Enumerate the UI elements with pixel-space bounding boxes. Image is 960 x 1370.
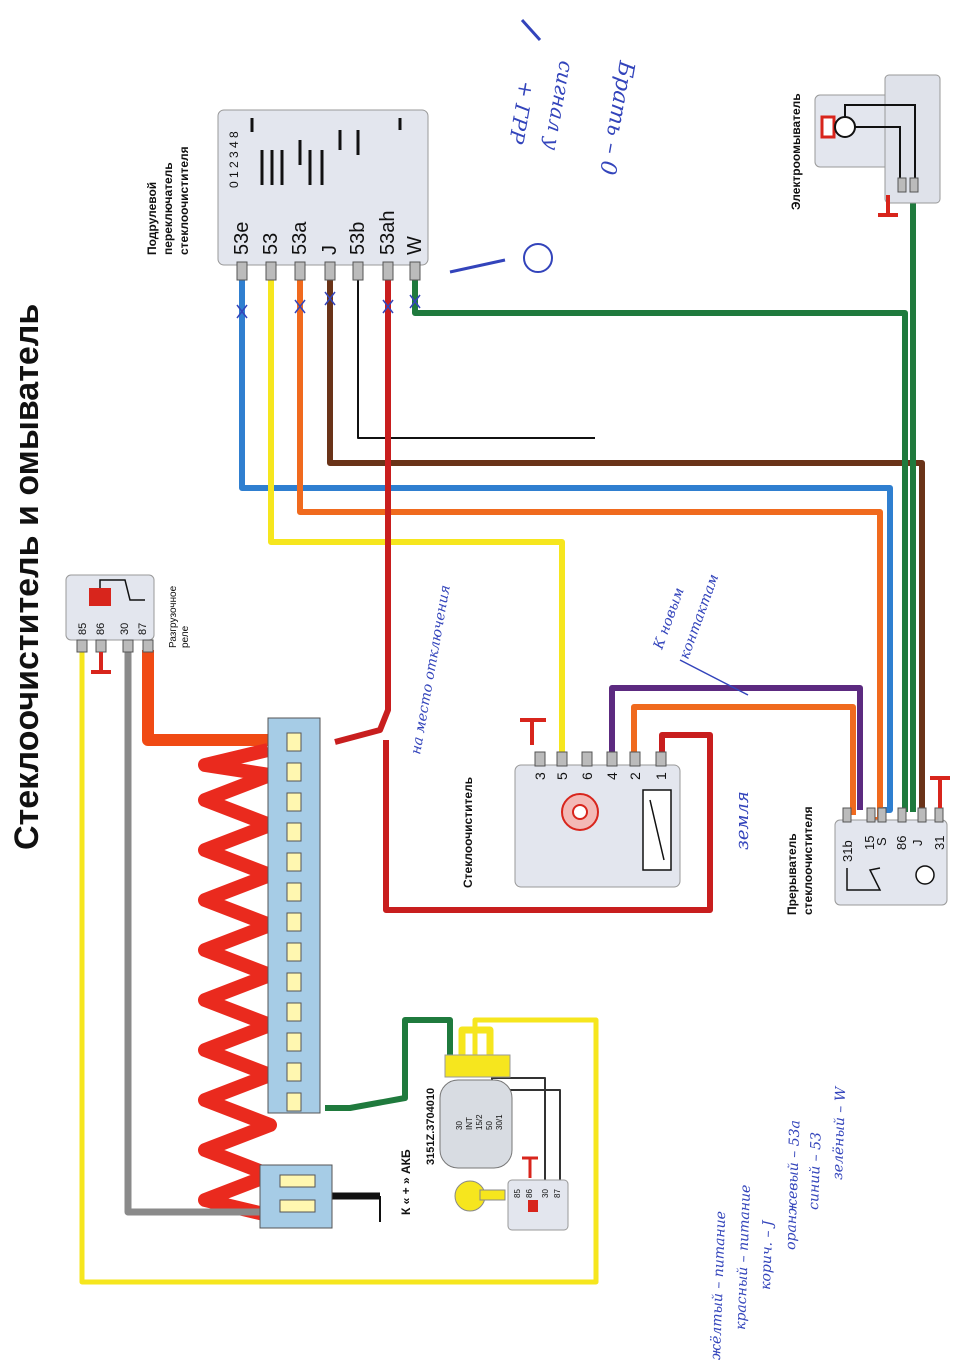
wiper-interrupter: 31b 15 S 86 J 31 Прерыватель стеклоочист… (785, 776, 950, 915)
note-10: корич. – J (758, 1219, 776, 1290)
fuse-box (267, 717, 321, 1114)
wire-yellow-53 (268, 280, 565, 760)
note-12: синий – 53 (806, 1132, 825, 1210)
svg-text:2: 2 (627, 772, 643, 780)
svg-text:1: 1 (653, 772, 669, 780)
motor-pin-labels: 3 5 6 4 2 1 (532, 772, 669, 780)
svg-text:30: 30 (541, 1189, 550, 1198)
svg-text:J: J (910, 840, 925, 847)
switch-position-lines (250, 118, 402, 185)
column-switch-label: Подрулевой переключатель стеклоочистител… (145, 146, 191, 255)
switch-connector-pins (236, 261, 421, 281)
relay-label-1: Разгрузочное (168, 585, 179, 648)
small-relay: 85 86 30 87 (507, 1156, 569, 1231)
wire-black-53b (357, 280, 595, 439)
interrupter-pin-labels: 31b 15 S 86 J 31 (840, 836, 947, 862)
wire-relay-orange (142, 650, 268, 746)
svg-text:85: 85 (513, 1189, 522, 1198)
wire-orange-motor (631, 704, 856, 815)
svg-text:31: 31 (932, 836, 947, 850)
wire-green-ign (325, 1017, 453, 1111)
note-2: сигнал у (539, 59, 578, 152)
svg-text:85: 85 (77, 623, 89, 635)
ignition-part-number: 3151Z.3704010 (425, 1088, 437, 1165)
wire-red-motor (383, 732, 713, 913)
svg-text:87: 87 (137, 623, 149, 635)
pin-53a: 53a (289, 221, 311, 255)
note-7: земля (732, 791, 753, 850)
switch-pin-labels: 53e 53 53a J 53b 53ah W (231, 211, 426, 256)
pin-53b: 53b (347, 222, 369, 255)
main-fuse-block: К « + » АКБ (259, 1149, 413, 1229)
note-3: + ГРР (504, 79, 539, 146)
svg-text:30/1: 30/1 (495, 1114, 504, 1130)
fuses (286, 732, 302, 1112)
svg-text:Подрулевой: Подрулевой (145, 182, 159, 255)
scribble-icon (523, 243, 553, 273)
note-1: Брать – 0 (594, 58, 639, 177)
wiper-motor: 3 5 6 4 2 1 Стеклоочиститель (461, 718, 681, 888)
wire-red-53ah (334, 280, 391, 745)
ignition-switch: 30 INT 15/2 50 30/1 3151Z.3704010 (425, 1054, 513, 1212)
switch-positions: 0 1 2 3 4 8 (227, 131, 241, 188)
svg-text:3: 3 (532, 772, 548, 780)
svg-text:6: 6 (579, 772, 595, 780)
svg-text:50: 50 (485, 1121, 494, 1130)
pin-W: W (404, 236, 426, 255)
wire-brown (327, 280, 925, 812)
note-4: на место отключения (408, 584, 454, 756)
ignition-pin-labels: 30 INT 15/2 50 30/1 (455, 1114, 504, 1130)
svg-text:INT: INT (465, 1117, 474, 1130)
pin-53: 53 (260, 233, 282, 255)
column-switch: 0 1 2 3 4 8 53e 53 53a J 53b 53ah W Подр… (145, 109, 429, 281)
svg-text:стеклоочистителя: стеклоочистителя (177, 146, 191, 255)
wire-red-supply (198, 743, 277, 1222)
pin-J: J (319, 245, 341, 255)
svg-text:4: 4 (604, 772, 620, 780)
note-13: зелёный – W (830, 1085, 849, 1180)
interrupter-label-2: стеклоочистителя (801, 806, 815, 915)
pin-53e: 53e (231, 222, 253, 255)
svg-text:15: 15 (862, 836, 877, 850)
relief-relay: 85 86 30 87 Разгрузочное реле (65, 574, 191, 674)
svg-text:переключатель: переключатель (161, 162, 175, 255)
note-6: контактам (677, 572, 723, 661)
svg-text:30: 30 (119, 623, 131, 635)
pin-53ah: 53ah (377, 211, 399, 256)
note-8: жёлтый – питание (708, 1211, 729, 1360)
note-9: красный – питание (733, 1184, 754, 1330)
svg-text:5: 5 (554, 772, 570, 780)
wire-blue (239, 280, 893, 813)
wire-yellow-ign (458, 1026, 494, 1060)
svg-text:15/2: 15/2 (475, 1114, 484, 1130)
svg-text:86: 86 (525, 1189, 534, 1198)
cross-marks (236, 291, 421, 319)
wire-gray (124, 650, 262, 1216)
note-11: оранжевый – 53a (783, 1120, 804, 1250)
svg-text:30: 30 (455, 1121, 464, 1130)
wire-green-W (412, 280, 908, 812)
battery-label: К « + » АКБ (399, 1149, 413, 1215)
svg-text:87: 87 (553, 1189, 562, 1198)
interrupter-label-1: Прерыватель (785, 833, 799, 915)
svg-text:31b: 31b (840, 840, 855, 862)
washer-motor-icon (834, 116, 856, 138)
wire-yellow-relay (79, 650, 599, 1285)
relay-coil-icon (915, 865, 935, 885)
relay-pin-labels: 85 86 30 87 (77, 623, 149, 635)
relay-label-2: реле (180, 625, 191, 648)
washer-pump: Электроомыватель (789, 74, 941, 217)
svg-text:86: 86 (95, 623, 107, 635)
svg-text:86: 86 (894, 836, 909, 850)
diagram-title: Стеклоочиститель и омыватель (8, 304, 46, 850)
washer-label: Электроомыватель (789, 93, 803, 210)
svg-text:S: S (874, 837, 889, 846)
wiper-motor-label: Стеклоочиститель (461, 777, 475, 888)
